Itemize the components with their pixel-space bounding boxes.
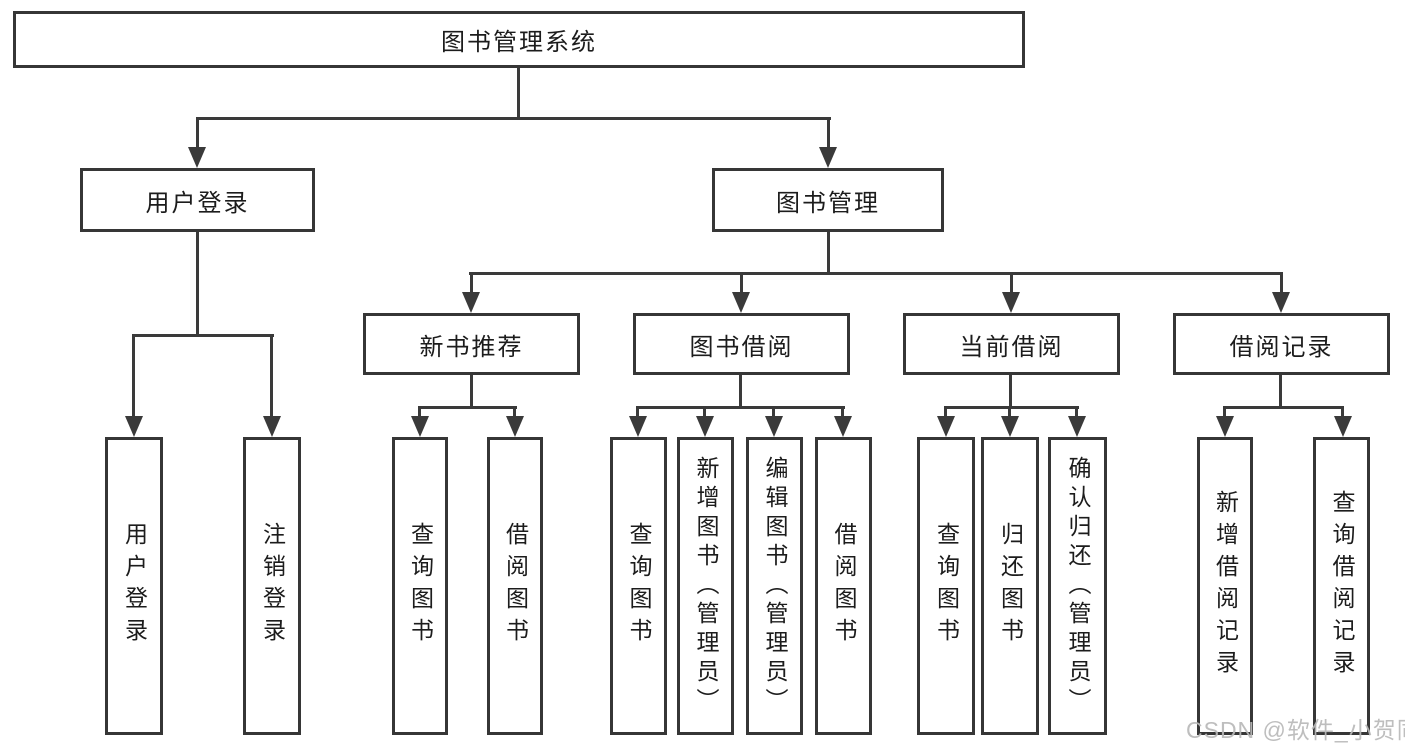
arrowhead [506,416,524,437]
connector-line [1223,406,1344,409]
leaf-query-books-borrow: 查询图书 [610,437,667,735]
node-label: 图书借阅 [689,333,794,361]
arrowhead [1001,416,1019,437]
connector-line [841,406,844,420]
connector-line [1280,272,1283,295]
leaf-borrow-books: 借阅图书 [815,437,872,735]
connector-line [636,406,639,420]
connector-line [196,232,199,337]
connector-line [772,406,775,420]
node-label: 借阅图书 [831,522,857,650]
leaf-query-books-recommend: 查询图书 [392,437,448,735]
node-current-borrowing: 当前借阅 [903,313,1120,375]
node-label: 新增图书（管理员） [693,455,719,717]
arrowhead [1068,416,1086,437]
leaf-logout: 注销登录 [243,437,301,735]
arrowhead [1272,292,1290,313]
connector-line [196,117,831,120]
node-label: 借阅图书 [502,522,529,650]
connector-line [196,117,199,150]
leaf-confirm-return-admin: 确认归还（管理员） [1048,437,1107,735]
connector-line [418,406,517,409]
leaf-add-books-admin: 新增图书（管理员） [677,437,734,735]
connector-line [944,406,947,420]
csdn-watermark: CSDN @软件_小贺同学 [1186,717,1405,743]
arrowhead [937,416,955,437]
connector-line [740,272,743,295]
leaf-query-books-current: 查询图书 [917,437,975,735]
connector-line [1223,406,1226,420]
arrowhead [696,416,714,437]
leaf-edit-books-admin: 编辑图书（管理员） [746,437,803,735]
node-label: 图书管理 [776,189,880,217]
node-label: 查询图书 [407,522,434,650]
connector-line [418,406,421,420]
arrowhead [411,416,429,437]
node-label: 编辑图书（管理员） [762,455,788,717]
arrowhead [834,416,852,437]
node-label: 归还图书 [997,522,1024,650]
node-label: 查询图书 [933,522,960,650]
node-user-login: 用户登录 [80,168,315,232]
arrowhead [1216,416,1234,437]
arrowhead [462,292,480,313]
leaf-user-login: 用户登录 [105,437,163,735]
leaf-borrow-books-recommend: 借阅图书 [487,437,543,735]
connector-line [1008,406,1011,420]
arrowhead [819,147,837,168]
connector-line [132,334,135,419]
connector-line [1075,406,1078,420]
node-label: 新书推荐 [419,333,524,361]
connector-line [513,406,516,420]
connector-line [1009,375,1012,409]
node-label: 图书管理系统 [441,29,597,56]
arrowhead [765,416,783,437]
node-book-borrowing: 图书借阅 [633,313,850,375]
connector-line [517,66,520,119]
node-borrow-records: 借阅记录 [1173,313,1390,375]
node-label: 用户登录 [145,189,250,217]
arrowhead [1002,292,1020,313]
connector-line [1010,272,1013,295]
connector-line [1279,375,1282,409]
connector-line [944,406,1079,409]
arrowhead [732,292,750,313]
arrowhead [263,416,281,437]
arrowhead [125,416,143,437]
node-label: 查询图书 [626,522,652,650]
node-label: 用户登录 [121,522,148,650]
connector-line [1341,406,1344,420]
connector-line [636,406,845,409]
node-root-library-system: 图书管理系统 [13,11,1025,68]
connector-line [739,375,742,409]
arrowhead [1334,416,1352,437]
connector-line [827,117,830,150]
node-label: 借阅记录 [1229,333,1334,361]
leaf-query-borrow-record: 查询借阅记录 [1313,437,1370,735]
node-new-book-recommend: 新书推荐 [363,313,580,375]
connector-line [469,272,1283,275]
node-label: 查询借阅记录 [1329,490,1355,682]
leaf-add-borrow-record: 新增借阅记录 [1197,437,1253,735]
connector-line [132,334,274,337]
connector-line [703,406,706,420]
arrowhead [629,416,647,437]
node-label: 新增借阅记录 [1212,490,1239,682]
connector-line [470,272,473,295]
connector-line [827,232,830,275]
leaf-return-books: 归还图书 [981,437,1039,735]
node-book-management: 图书管理 [712,168,944,232]
node-label: 确认归还（管理员） [1065,455,1091,717]
connector-line [470,375,473,409]
connector-line [270,334,273,419]
node-label: 当前借阅 [959,333,1064,361]
arrowhead [188,147,206,168]
node-label: 注销登录 [259,522,286,650]
